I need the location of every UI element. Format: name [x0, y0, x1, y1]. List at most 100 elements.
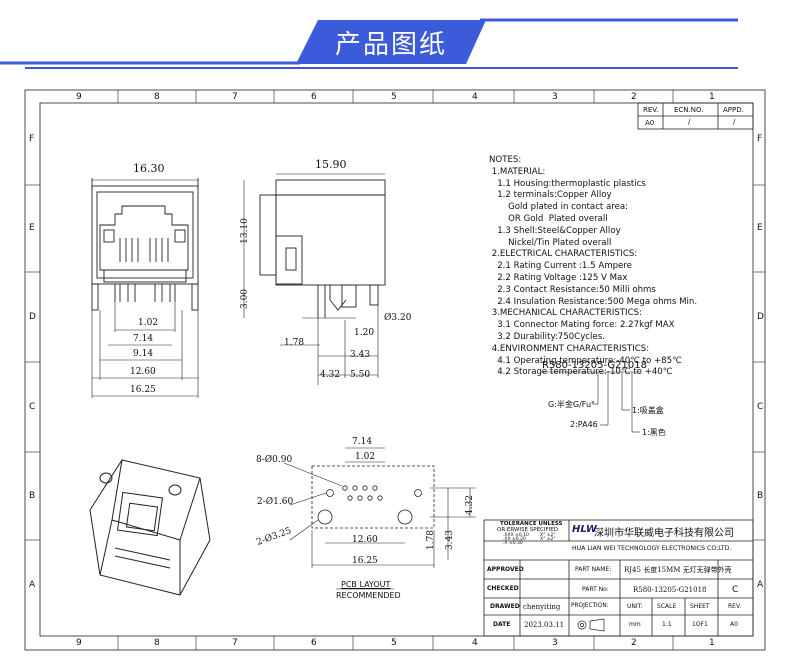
row-label: F: [29, 134, 35, 144]
note-line: 4.1 Operating temperature:-40℃ to +85℃: [489, 355, 682, 366]
tol-sub: OR-ERWISE SPECIFIED: [497, 527, 559, 533]
dim-1-20: 1.20: [354, 328, 375, 338]
appd-header: APPD.: [723, 106, 744, 114]
pcb-caption-sub: RECOMMENDED: [336, 591, 401, 600]
col-label: 6: [311, 638, 317, 648]
rev-value-tb: A0: [730, 621, 738, 628]
company-logo: HLW: [572, 524, 597, 535]
dim-holes-8: 8-Ø0.90: [256, 455, 293, 465]
col-label: 5: [391, 92, 397, 102]
dim-pcb-7-14: 7.14: [352, 437, 373, 447]
note-line: 3.2 Durability:750Cycles.: [489, 331, 605, 342]
col-label: 9: [76, 92, 82, 102]
dim-dia-3-20: Ø3.20: [384, 313, 412, 323]
col-label: 4: [472, 638, 478, 648]
note-line: 2.2 Rating Voltage :125 V Max: [489, 272, 628, 283]
rev-header: REV.: [643, 106, 659, 114]
col-label: 5: [391, 638, 397, 648]
note-line: OR Gold Plated overall: [489, 213, 608, 224]
dim-pcb-12-60: 12.60: [352, 535, 378, 545]
note-line: 3.1 Connector Mating force: 2.27kgf MAX: [489, 320, 675, 331]
drawer-name: chenyiting: [523, 603, 561, 611]
tol-angle-2: X° ±2°: [540, 537, 556, 542]
tol-x: .X ±0.30: [503, 541, 523, 546]
note-line: 1.1 Housing:thermoplastic plastics: [489, 178, 646, 189]
col-label: 1: [709, 92, 715, 102]
drawed-label: DRAWED: [490, 603, 520, 610]
col-label: 7: [232, 92, 238, 102]
row-label: A: [29, 580, 36, 590]
dim-5-50: 5.50: [350, 370, 371, 380]
note-line: 2.1 Rating Current :1.5 Ampere: [489, 261, 632, 272]
col-label: 8: [154, 92, 160, 102]
date-value: 2023.03.11: [524, 621, 565, 629]
note-line: 2.4 Insulation Resistance:500 Mega ohms …: [489, 296, 698, 307]
col-label: 9: [76, 638, 82, 648]
row-label: B: [757, 491, 764, 501]
row-label: D: [29, 312, 36, 322]
col-label: 7: [232, 638, 238, 648]
note-line: Gold plated in contact area:: [489, 202, 629, 213]
row-label: E: [29, 223, 35, 233]
drawing-frame: [24, 89, 766, 651]
tol-xxx: .XXX ±0.10: [503, 533, 529, 538]
tol-angle: X° ±2°: [540, 533, 556, 538]
dim-width-top: 16.30: [133, 162, 165, 175]
notes-block: NOTES: 1.MATERIAL: 1.1 Housing:thermopla…: [489, 155, 697, 379]
rev-mark: C: [732, 585, 739, 595]
note-line: 1.3 Shell:Steel&Copper Alloy: [489, 225, 621, 236]
note-line: NOTES:: [489, 155, 522, 165]
note-line: Nickel/Tin Plated overall: [489, 237, 612, 248]
dim-7-14: 7.14: [133, 334, 154, 344]
dim-3-43: 3.43: [350, 350, 371, 360]
part-no: R580-13205-G21018: [633, 586, 707, 594]
note-line: 4.2 Storage temperature:-10℃ to +40℃: [489, 367, 673, 378]
company-name-cn: 深圳市华联威电子科技有限公司: [594, 528, 734, 539]
note-line: 2.3 Contact Resistance:50 Milli ohms: [489, 284, 656, 295]
pcb-caption: PCB LAYOUT: [341, 580, 391, 589]
dim-side-height: 13.10: [239, 218, 250, 244]
col-label: 8: [154, 638, 160, 648]
company-name-en: HUA LIAN WEI TECHNOLOGY ELECTRONICS CO;L…: [572, 545, 732, 552]
row-label: A: [757, 580, 764, 590]
checked-label: CHECKED: [487, 585, 519, 592]
note-line: 2.ELECTRICAL CHARACTERISTICS:: [489, 249, 638, 260]
col-label: 3: [552, 92, 558, 102]
option-g: G:半金G/Fu": [548, 400, 595, 409]
option-pa: 2:PA46: [570, 420, 598, 429]
col-label: 1: [709, 638, 715, 648]
dim-pcb-16-25: 16.25: [352, 556, 378, 566]
option-1b: 1:黑色: [642, 428, 666, 437]
ecn-value: /: [688, 118, 691, 126]
tol-title: TOLERANCE UNLESS: [500, 521, 563, 527]
part-no-label: PART No:: [582, 586, 609, 593]
page-title: 产品图纸: [334, 29, 447, 60]
dim-16-25: 16.25: [130, 385, 156, 395]
note-line: 4.ENVIRONMENT CHARACTERISTICS:: [489, 343, 650, 354]
col-label: 3: [552, 638, 558, 648]
date-label: DATE: [493, 621, 511, 628]
row-label: F: [757, 134, 763, 144]
projection-label: PROJECTION:: [571, 603, 609, 609]
part-name-label: PART NAME:: [575, 566, 612, 573]
dim-4-32: 4.32: [320, 370, 341, 380]
scale-value: 1:1: [662, 621, 672, 628]
note-line: 1.2 terminals:Copper Alloy: [489, 190, 612, 201]
col-label: 2: [631, 638, 637, 648]
col-label: 2: [631, 92, 637, 102]
dim-pcb-3-43: 3.43: [445, 529, 456, 551]
rev-label: REV.: [728, 603, 742, 610]
sheet-value: 1OF1: [692, 621, 708, 628]
dim-12-60: 12.60: [130, 367, 156, 377]
part-name: RJ45 长度15MM 无灯无弹带外壳: [624, 566, 732, 574]
header-bar: [0, 18, 738, 69]
dim-pcb-4-32: 4.32: [465, 494, 476, 516]
rev-value: A0: [645, 119, 655, 127]
ecn-header: ECN.NO.: [674, 106, 704, 114]
row-label: D: [757, 312, 764, 322]
appd-value: /: [733, 118, 736, 126]
row-label: B: [29, 491, 36, 501]
dim-side-width: 15.90: [315, 158, 347, 171]
scale-label: SCALE: [657, 603, 677, 610]
sheet-label: SHEET: [690, 603, 710, 610]
